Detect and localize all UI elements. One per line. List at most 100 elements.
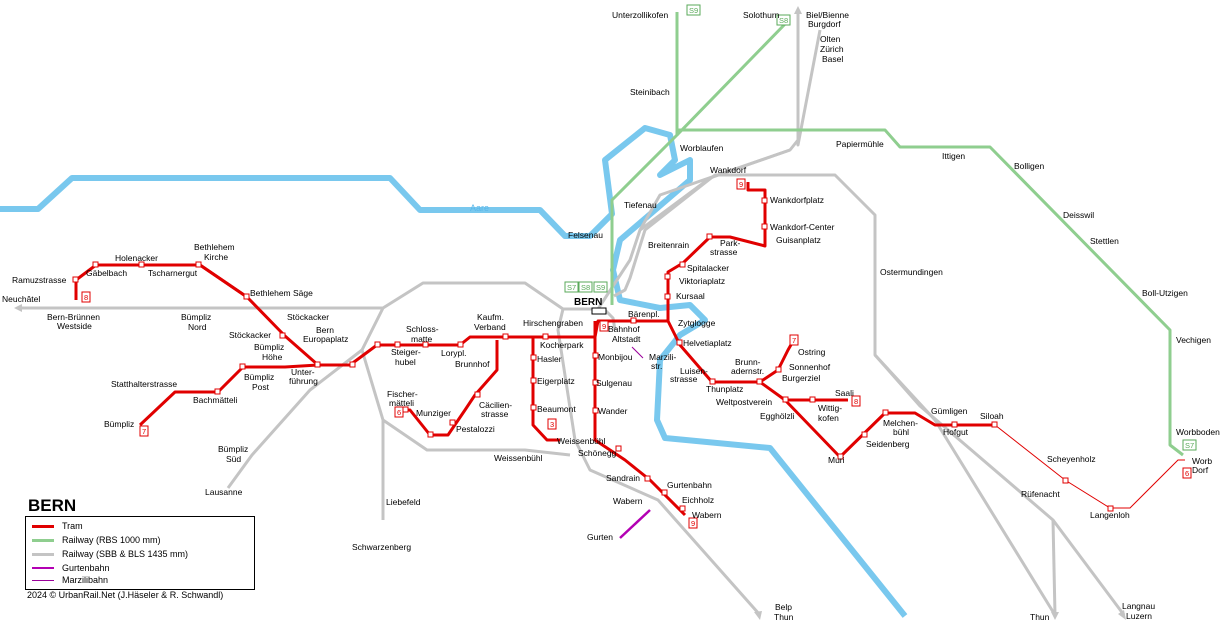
station-label: strasse	[481, 409, 509, 419]
station-label: Unterzollikofen	[612, 10, 668, 20]
legend-label: Gurtenbahn	[62, 563, 110, 573]
station-label: Hasler	[537, 354, 562, 364]
legend-swatch	[32, 538, 54, 542]
station-label: Kirche	[204, 252, 228, 262]
legend-box: Tram Railway (RBS 1000 mm) Railway (SBB …	[25, 516, 255, 590]
station-label: Monbijou	[598, 352, 633, 362]
direction-arrows	[14, 6, 1126, 620]
station-label: Wander	[598, 406, 628, 416]
line-badge-label: S9	[596, 283, 605, 292]
line-badge-label: 8	[84, 293, 88, 302]
station-label: Bümpliz	[218, 444, 248, 454]
station-label: Ittigen	[942, 151, 965, 161]
line-badge-box	[1182, 439, 1197, 451]
station-label: Kaufm.	[477, 312, 504, 322]
station-label: Ramuzstrasse	[12, 275, 67, 285]
rbs-lines	[610, 12, 1184, 457]
line-badge-label: 6	[397, 408, 401, 417]
line-badge-label: 9	[691, 519, 695, 528]
station-label: Lorypl.	[441, 348, 467, 358]
line-badge-box	[736, 178, 746, 190]
line-badge-label: 3	[550, 420, 554, 429]
station-label: Felsenau	[568, 230, 603, 240]
station-label: Bärenpl.	[628, 309, 660, 319]
station-label: Tscharnergut	[148, 268, 198, 278]
station-label: Wittig-	[818, 403, 842, 413]
station-label: Langenloh	[1090, 510, 1130, 520]
station-label: Steiger-	[391, 347, 421, 357]
station-label: Europaplatz	[303, 334, 348, 344]
station-label: Steinibach	[630, 87, 670, 97]
station-label: Worb	[1192, 456, 1212, 466]
station-label: Gümligen	[931, 406, 968, 416]
station-label: strasse	[670, 374, 698, 384]
station-label: Vechigen	[1176, 335, 1211, 345]
line-badge-label: S8	[581, 283, 590, 292]
station-label: Spitalacker	[687, 263, 729, 273]
station-label: Solothurn	[743, 10, 780, 20]
station-label: Westside	[57, 321, 92, 331]
legend-item-sbb: Railway (SBB & BLS 1435 mm)	[32, 548, 188, 560]
station-label: Wankdorfplatz	[770, 195, 824, 205]
station-label: Worbboden	[1176, 427, 1220, 437]
station-label: Liebefeld	[386, 497, 421, 507]
station-label: Belp	[775, 602, 792, 612]
station-label: Guisanplatz	[776, 235, 821, 245]
station-label: str.	[651, 361, 662, 371]
legend-label: Tram	[62, 521, 83, 531]
station-label: Sonnenhof	[789, 362, 831, 372]
station-label: Thun	[774, 612, 794, 622]
legend-label: Railway (SBB & BLS 1435 mm)	[62, 549, 189, 559]
station-label: Munziger	[416, 408, 451, 418]
station-label: Bümpliz	[254, 342, 284, 352]
station-label: Eichholz	[682, 495, 714, 505]
station-label: Altstadt	[612, 334, 641, 344]
station-label: Fischer-	[387, 389, 418, 399]
station-label: Wabern	[613, 496, 643, 506]
station-label: hubel	[395, 357, 416, 367]
station-label: Süd	[226, 454, 241, 464]
station-label: Statthalterstrasse	[111, 379, 177, 389]
station-label: Gurten	[587, 532, 613, 542]
line-badge-box	[547, 418, 557, 430]
station-label: Unter-	[291, 367, 315, 377]
station-label: Burgerziel	[782, 373, 820, 383]
station-label: Bümpliz	[244, 372, 274, 382]
station-label: Schönegg	[578, 448, 617, 458]
marzilibahn-line	[631, 346, 644, 359]
station-label: Marzili-	[649, 352, 677, 362]
station-label: Stöckacker	[287, 312, 329, 322]
station-markers	[72, 197, 1114, 512]
station-label: Rüfenacht	[1021, 489, 1060, 499]
station-label: Zytglogge	[678, 318, 716, 328]
station-label: Bachmätteli	[193, 395, 238, 405]
station-label: strasse	[710, 247, 738, 257]
station-label: Ostermundingen	[880, 267, 943, 277]
line-badge-label: S7	[567, 283, 576, 292]
station-label: Langnau	[1122, 601, 1155, 611]
line-badge-label: S9	[689, 6, 698, 15]
worb-tram	[994, 424, 1185, 509]
aare-label: Aare	[470, 203, 489, 213]
line-badge-label: S7	[1185, 441, 1194, 450]
station-label: Brunnhof	[455, 359, 490, 369]
line-badge-label: 6	[1185, 469, 1189, 478]
station-label: Nord	[188, 322, 207, 332]
line-badge-box	[776, 14, 791, 26]
station-label: Lausanne	[205, 487, 243, 497]
line-badge-box	[1182, 467, 1192, 479]
line-badge-box	[139, 425, 149, 437]
station-label: Neuchâtel	[2, 294, 40, 304]
station-label: Olten	[820, 34, 841, 44]
station-label: Siloah	[980, 411, 1004, 421]
station-label: Deisswil	[1063, 210, 1094, 220]
station-label: Schwarzenberg	[352, 542, 411, 552]
station-label: Thun	[1030, 612, 1050, 622]
station-label: Kursaal	[676, 291, 705, 301]
station-label: Brunn-	[735, 357, 761, 367]
station-label: Kocherpark	[540, 340, 584, 350]
station-label: Burgdorf	[808, 19, 841, 29]
station-label: Scheyenholz	[1047, 454, 1096, 464]
station-label: Wankdorf	[710, 165, 747, 175]
